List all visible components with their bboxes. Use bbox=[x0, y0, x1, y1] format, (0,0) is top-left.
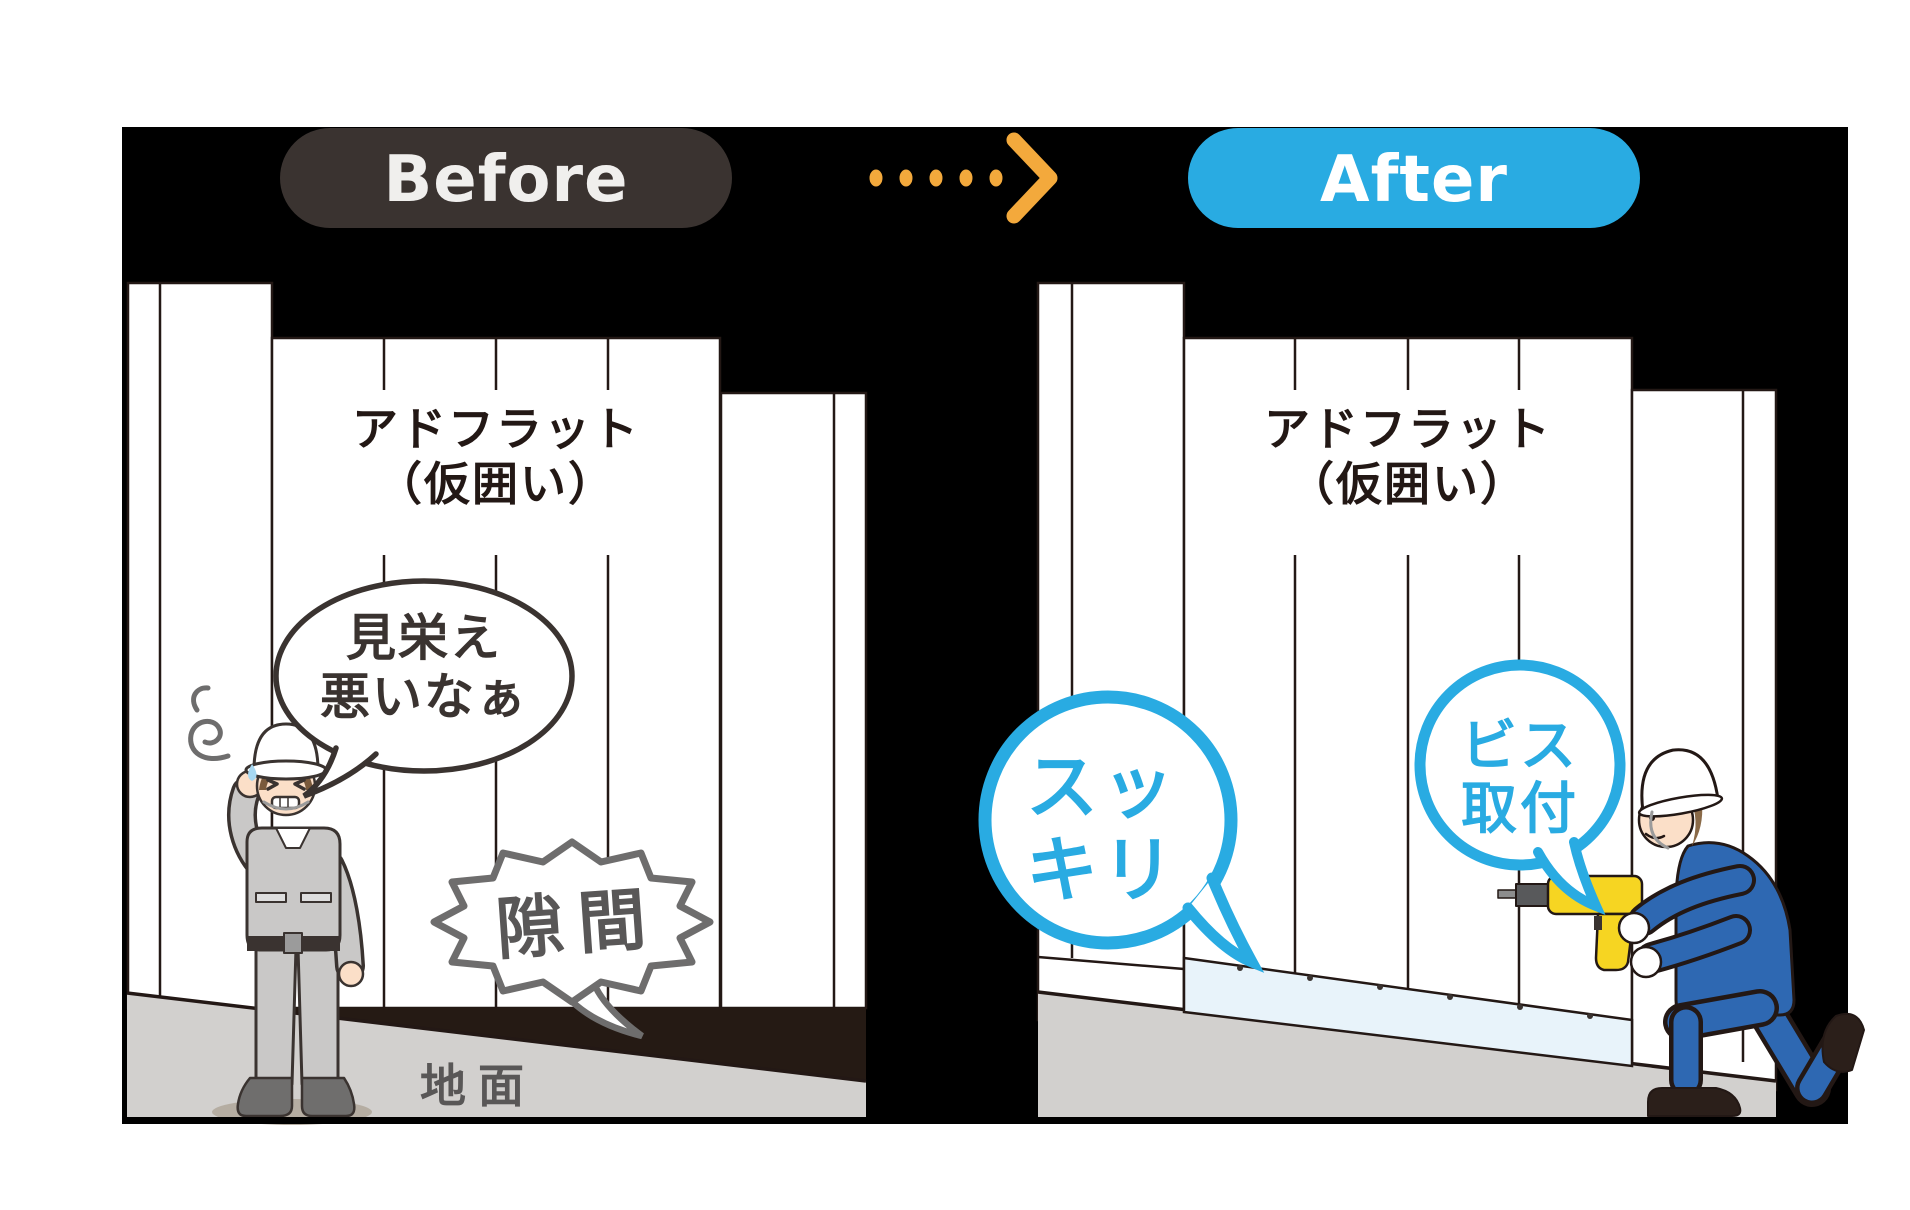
before-speech-bubble-shape bbox=[273, 578, 575, 774]
worker-after-glove-1 bbox=[1617, 911, 1651, 945]
panel-screw-6 bbox=[1587, 1013, 1593, 1019]
after-fence-label-line2: （仮囲い） bbox=[1288, 457, 1528, 511]
before-speech-bubble-tail bbox=[302, 745, 379, 799]
arrow-dot-3 bbox=[929, 169, 943, 187]
worker-before-pocket-left bbox=[255, 892, 287, 903]
before-speech-text-line1: 見栄え bbox=[346, 609, 502, 667]
arrow-chevron-icon bbox=[1006, 132, 1058, 224]
arrow-dot-2 bbox=[899, 169, 913, 187]
sukkiri-bubble-tail bbox=[1182, 872, 1265, 973]
sweat-drop-icon bbox=[248, 764, 257, 781]
before-badge bbox=[280, 128, 732, 228]
worker-after-arm1 bbox=[1632, 868, 1752, 932]
after-fence-label-backing bbox=[1202, 390, 1614, 555]
after-badge-label: After bbox=[1320, 143, 1508, 217]
worker-after bbox=[1497, 748, 1865, 1117]
worker-before-chin-strap bbox=[262, 800, 310, 811]
worker-after-front-shoe bbox=[1647, 1087, 1742, 1117]
before-scene: アドフラット （仮囲い） 隙間 地面 bbox=[126, 281, 868, 1125]
after-fence-label-line1: アドフラット bbox=[1264, 402, 1552, 456]
worker-before-helmet-brim bbox=[244, 759, 328, 781]
worker-before-eye-left bbox=[266, 778, 279, 791]
ground-bottom-line bbox=[122, 1117, 1848, 1124]
worker-after-back-shoe bbox=[1821, 1012, 1865, 1073]
sukkiri-bubble-shape bbox=[978, 690, 1238, 950]
worker-before-belt-buckle bbox=[283, 932, 303, 954]
worker-before bbox=[227, 722, 365, 1118]
worker-before-leg-left bbox=[254, 946, 298, 1086]
sukkiri-text-line1: スッ bbox=[1026, 745, 1178, 829]
arrow-dot-1 bbox=[869, 169, 883, 187]
dizzy-squiggle-icon bbox=[188, 685, 231, 761]
worker-after-helmet-brim bbox=[1637, 793, 1724, 818]
sukkiri-text-line2: キリ bbox=[1026, 828, 1178, 912]
before-fence-label-line1: アドフラット bbox=[352, 402, 640, 456]
arrow-dot-5 bbox=[989, 169, 1003, 187]
worker-before-collar bbox=[275, 827, 311, 849]
before-fence-label-line2: （仮囲い） bbox=[376, 457, 616, 511]
gap-cloud-shape bbox=[430, 838, 714, 1006]
worker-before-boot-left bbox=[236, 1076, 294, 1118]
panel-screw-1 bbox=[1237, 965, 1243, 971]
panel-screw-2 bbox=[1307, 975, 1313, 981]
before-fence-right-section bbox=[719, 391, 868, 1010]
worker-before-hand-down bbox=[337, 960, 365, 988]
worker-after-chin-strap bbox=[1649, 810, 1670, 850]
worker-before-eye-right bbox=[293, 778, 306, 791]
ground-label: 地面 bbox=[420, 1059, 536, 1113]
after-ground bbox=[1038, 992, 1776, 1120]
screw-attach-bubble-shape bbox=[1414, 659, 1626, 871]
panel-screw-4 bbox=[1447, 994, 1453, 1000]
worker-after-glove-2 bbox=[1629, 945, 1663, 979]
before-ground-edge bbox=[126, 991, 867, 1083]
after-scene: アドフラット （仮囲い） bbox=[978, 281, 1865, 1120]
worker-before-helmet bbox=[252, 722, 320, 772]
after-fence-bottom-edge bbox=[1037, 955, 1185, 971]
screw-attach-bubble-tail bbox=[1533, 837, 1606, 916]
drill-chuck bbox=[1515, 883, 1551, 907]
adflat-base-panel bbox=[1182, 956, 1634, 1068]
gap-label: 隙間 bbox=[493, 880, 662, 970]
worker-before-boot-right bbox=[300, 1076, 356, 1118]
before-badge-label: Before bbox=[384, 143, 629, 217]
worker-after-helmet-group bbox=[1637, 748, 1724, 818]
panel-screw-3 bbox=[1377, 984, 1383, 990]
after-badge bbox=[1188, 128, 1640, 228]
drill-trigger bbox=[1594, 916, 1602, 930]
screw-attach-text-line2: 取付 bbox=[1461, 777, 1579, 842]
panel-screw-5 bbox=[1517, 1004, 1523, 1010]
screw-attach-text-line1: ビス bbox=[1461, 714, 1579, 779]
gap-cloud-bubble: 隙間 bbox=[430, 838, 714, 1040]
worker-before-leg-right bbox=[296, 946, 340, 1086]
screw-attach-bubble: ビス 取付 bbox=[1414, 659, 1626, 916]
before-fence-label-backing bbox=[290, 390, 702, 555]
before-speech-text-line2: 悪いなぁ bbox=[320, 668, 528, 726]
sukkiri-bubble: スッ キリ bbox=[978, 690, 1265, 973]
worker-before-pocket-right bbox=[300, 892, 332, 903]
base-panel-shape bbox=[1182, 956, 1634, 1068]
arrow-dot-4 bbox=[959, 169, 973, 187]
before-speech-bubble: 見栄え 悪いなぁ bbox=[273, 578, 575, 799]
header-row: Before After bbox=[280, 128, 1640, 228]
dotted-arrow-icon bbox=[869, 132, 1058, 224]
